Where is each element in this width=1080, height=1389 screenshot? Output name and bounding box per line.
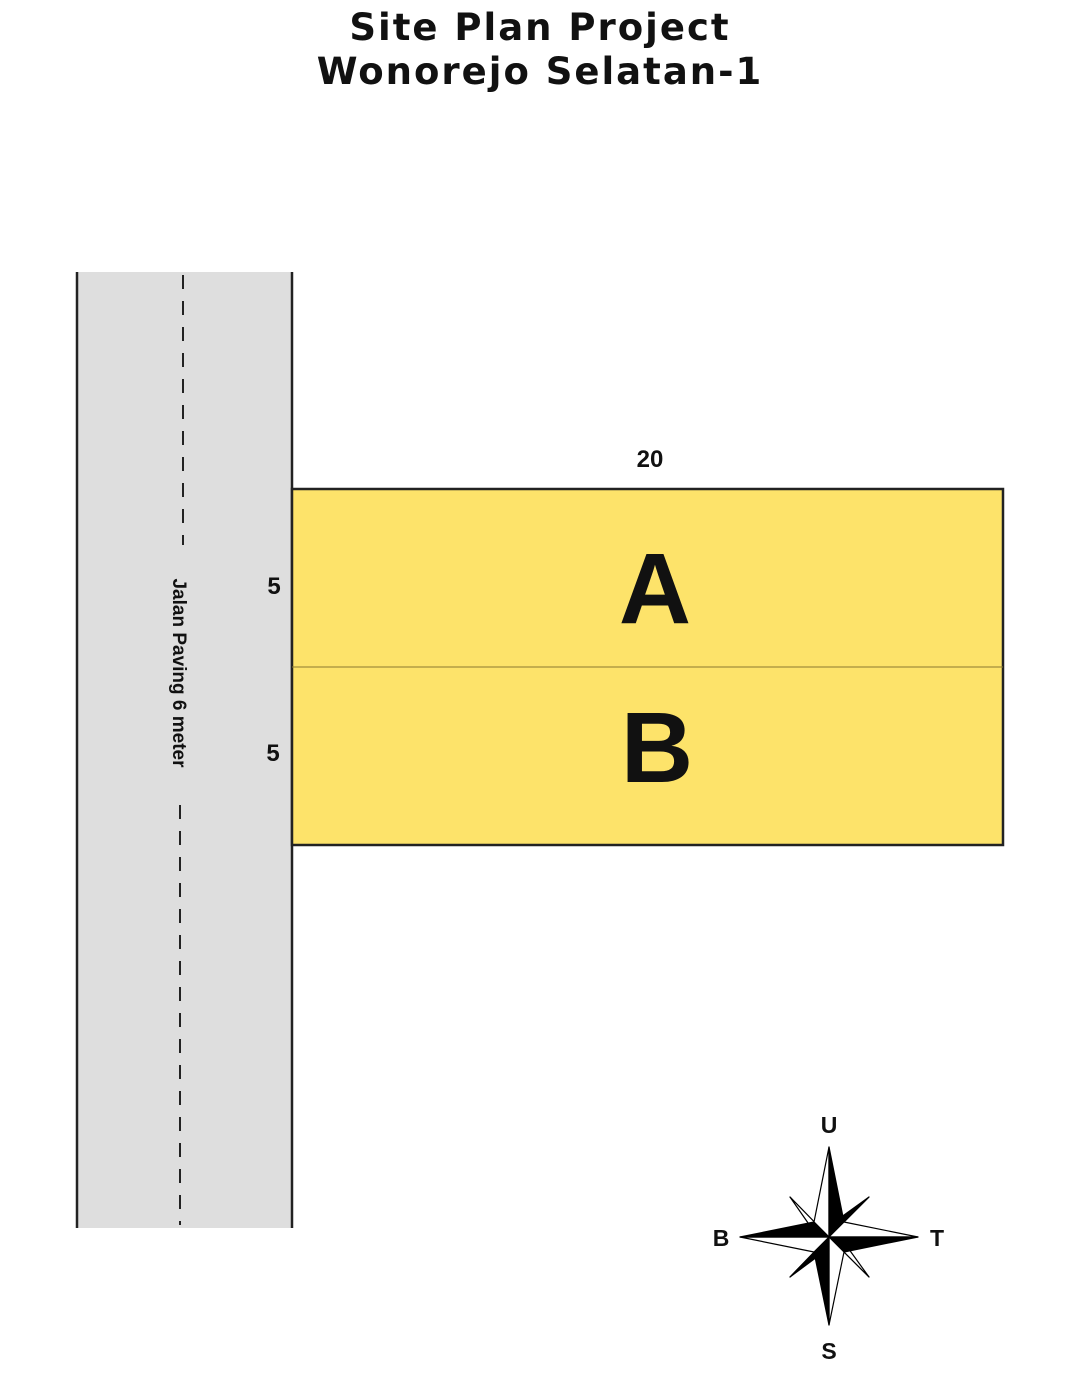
compass-rose-icon	[739, 1146, 919, 1326]
lot-b-label: B	[621, 692, 693, 804]
road: Jalan Paving 6 meter	[75, 272, 294, 1228]
compass-east-label: T	[930, 1225, 944, 1251]
compass-main-points	[739, 1146, 919, 1326]
dimension-lot-b-depth: 5	[266, 740, 279, 767]
dimension-lot-a-depth: 5	[267, 573, 280, 600]
lots: A B	[290, 487, 1005, 847]
title-line-1: Site Plan Project	[349, 6, 731, 49]
compass-west-label: B	[713, 1225, 730, 1251]
compass-south-label: S	[821, 1338, 836, 1364]
road-label: Jalan Paving 6 meter	[168, 578, 189, 768]
dimension-width: 20	[637, 446, 664, 473]
site-plan-title: Site Plan Project Wonorejo Selatan-1	[0, 6, 1080, 94]
title-line-2: Wonorejo Selatan-1	[316, 50, 764, 93]
lot-a-label: A	[619, 533, 691, 645]
road-surface	[77, 272, 292, 1228]
compass-north-label: U	[821, 1112, 838, 1138]
